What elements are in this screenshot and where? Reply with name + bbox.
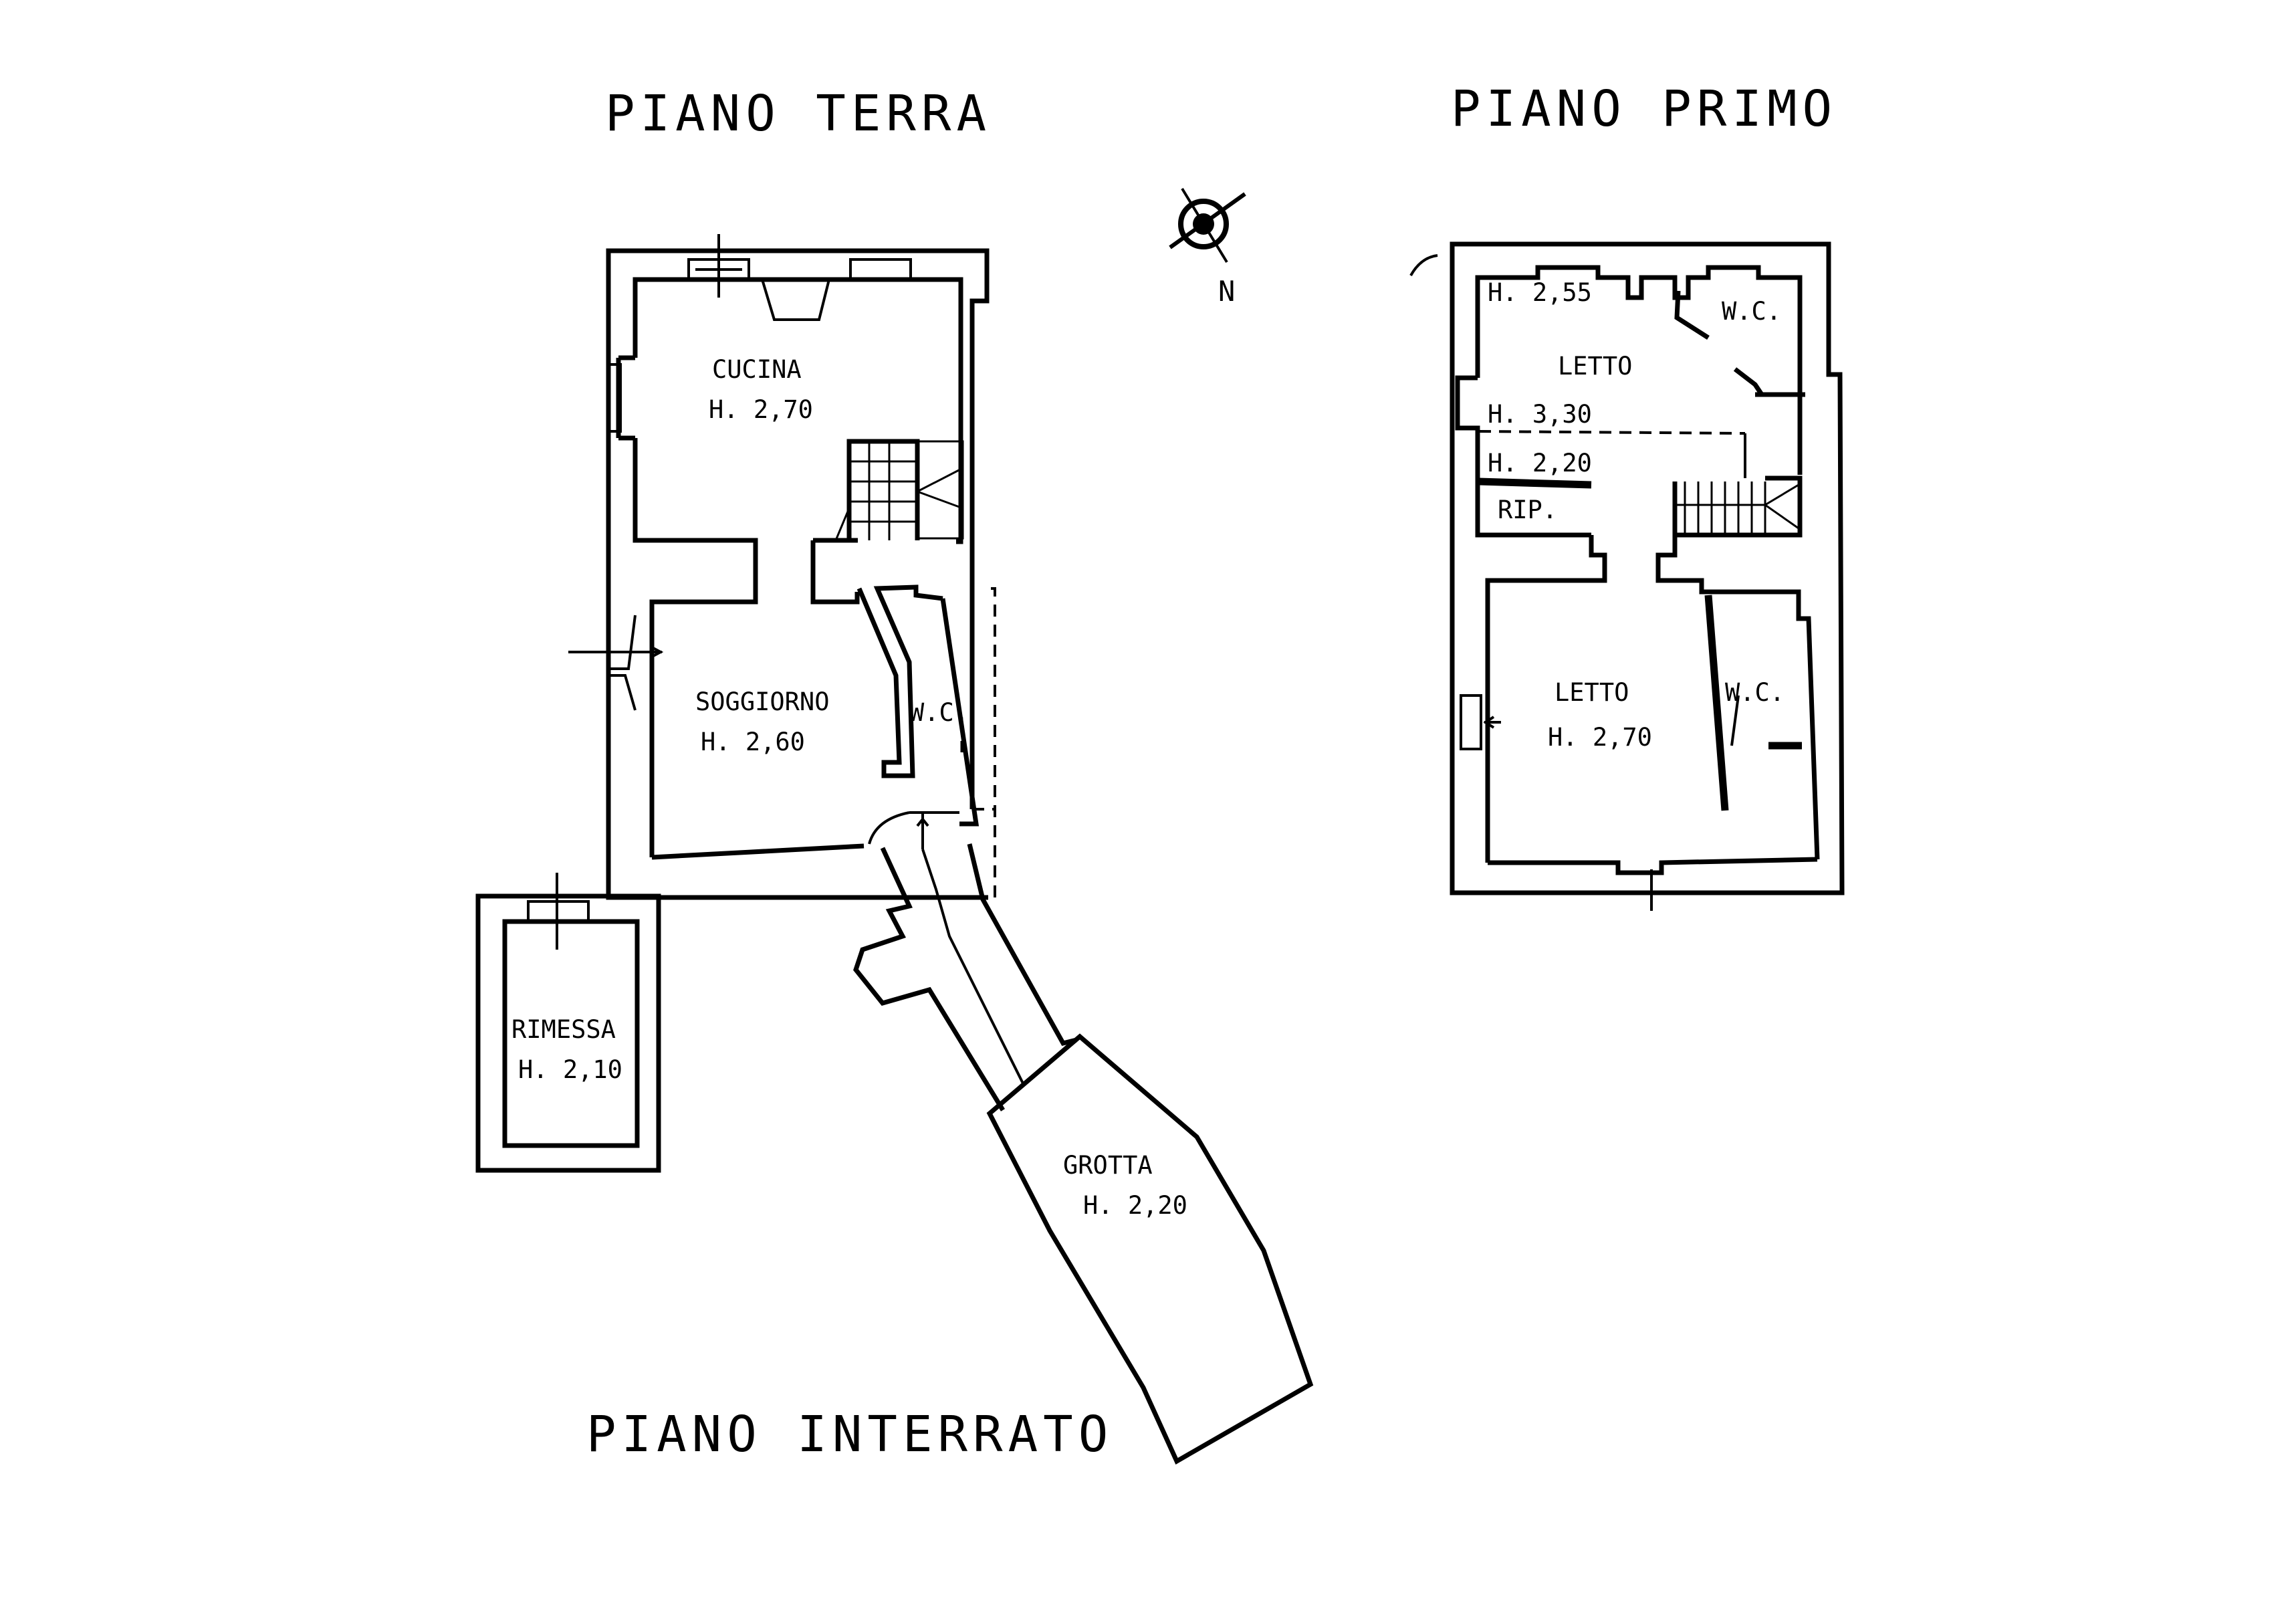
- room-height-letto-bottom: H. 2,70: [1548, 723, 1652, 752]
- room-height-letto-top-a: H. 2,55: [1488, 278, 1592, 307]
- room-height-grotta: H. 2,20: [1083, 1191, 1187, 1220]
- room-height-soggiorno: H. 2,60: [701, 728, 805, 756]
- fireplace-icon: [760, 278, 831, 321]
- room-height-letto-top-b: H. 3,30: [1488, 400, 1592, 429]
- ground-floor-plan: [568, 234, 996, 900]
- title-piano-primo: PIANO PRIMO: [1451, 80, 1837, 138]
- room-label-wc-ground: W.C.: [909, 698, 969, 727]
- room-label-rimessa: RIMESSA: [511, 1015, 616, 1044]
- window-icon: [607, 363, 622, 433]
- room-label-letto-top: LETTO: [1558, 352, 1632, 381]
- window-icon: [1460, 694, 1482, 750]
- window-icon: [849, 258, 912, 281]
- cave-plan: [853, 819, 1314, 1465]
- room-height-cucina: H. 2,70: [709, 395, 813, 424]
- first-floor-plan: [1409, 241, 1845, 911]
- room-label-wc-bottom: W.C.: [1725, 678, 1785, 707]
- room-label-soggiorno: SOGGIORNO: [695, 687, 829, 716]
- title-piano-terra: PIANO TERRA: [605, 85, 992, 142]
- stair-icon: [834, 439, 964, 541]
- title-piano-interrato: PIANO INTERRATO: [586, 1406, 1113, 1463]
- storage-room-plan: [475, 873, 661, 1173]
- compass-rose-icon: [1169, 187, 1246, 263]
- room-height-rimessa: H. 2,10: [518, 1055, 622, 1084]
- north-label: N: [1218, 275, 1235, 308]
- room-label-wc-top: W.C.: [1722, 297, 1781, 326]
- stair-icon: [1672, 481, 1802, 538]
- room-label-ripostiglio: RIP.: [1498, 496, 1557, 524]
- room-label-cucina: CUCINA: [712, 355, 802, 384]
- room-label-grotta: GROTTA: [1063, 1151, 1153, 1180]
- room-height-ripostiglio: H. 2,20: [1488, 449, 1592, 477]
- room-label-letto-bottom: LETTO: [1555, 678, 1629, 707]
